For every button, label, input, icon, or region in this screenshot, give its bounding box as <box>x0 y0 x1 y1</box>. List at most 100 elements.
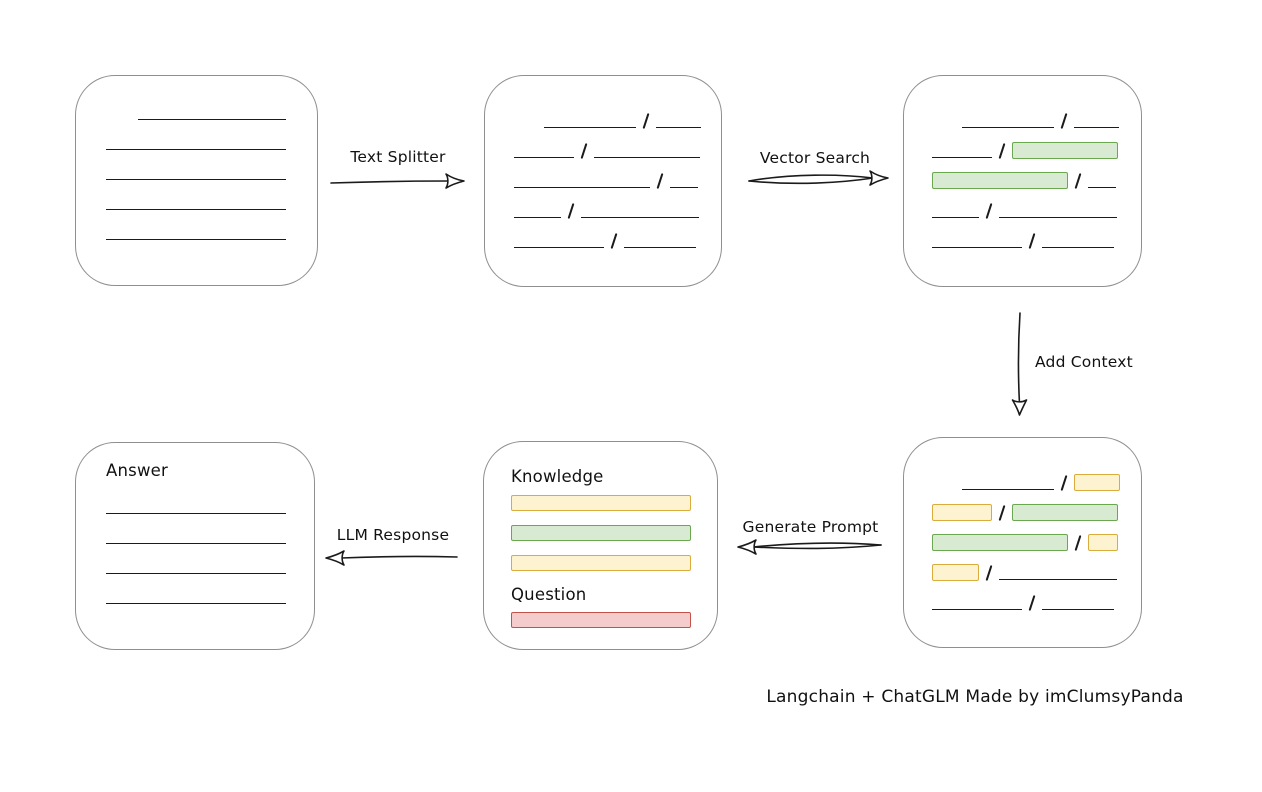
slash-separator <box>1074 173 1082 189</box>
text-line <box>106 209 286 210</box>
slash-separator <box>580 143 588 159</box>
text-line <box>514 157 574 158</box>
slash-separator <box>1028 233 1036 249</box>
text-line <box>932 217 979 218</box>
slash-separator <box>1060 113 1068 129</box>
slash-separator <box>567 203 575 219</box>
answer-label: Answer <box>106 461 168 480</box>
slash-separator <box>985 203 993 219</box>
llm-response-label: LLM Response <box>336 526 450 544</box>
text-row <box>106 587 314 605</box>
text-line <box>106 573 286 574</box>
text-line <box>106 513 286 514</box>
text-row <box>106 163 317 181</box>
slash-separator <box>1060 475 1068 491</box>
yellow-bar <box>511 495 691 511</box>
text-row <box>932 201 1141 219</box>
split-chunks-box <box>484 75 722 287</box>
text-line <box>932 609 1022 610</box>
slash-separator <box>998 505 1006 521</box>
knowledge-bars <box>511 495 717 571</box>
slash-separator <box>1028 595 1036 611</box>
text-row <box>106 193 317 211</box>
document-box <box>75 75 318 286</box>
text-line <box>656 127 701 128</box>
text-row <box>514 231 721 249</box>
vector-search-result-box <box>903 75 1142 287</box>
vector-search-label: Vector Search <box>759 149 871 167</box>
yellow-chunk <box>1088 534 1118 551</box>
slash-separator <box>610 233 618 249</box>
text-line <box>932 157 992 158</box>
slash-separator <box>656 173 664 189</box>
text-line <box>106 603 286 604</box>
text-row <box>106 133 317 151</box>
text-line <box>106 179 286 180</box>
answer-box: Answer <box>75 442 315 650</box>
text-line <box>544 127 636 128</box>
slash-separator <box>1074 535 1082 551</box>
text-row <box>962 473 1141 491</box>
generate-prompt-arrow <box>737 539 882 555</box>
text-row <box>962 111 1141 129</box>
add-context-arrow <box>1011 312 1028 416</box>
text-row <box>932 141 1141 159</box>
text-splitter-arrow <box>330 173 465 189</box>
text-line <box>932 247 1022 248</box>
text-line <box>138 119 286 120</box>
green-chunk <box>1012 142 1118 159</box>
text-line <box>1074 127 1119 128</box>
yellow-chunk <box>1074 474 1120 491</box>
red-bar <box>511 612 691 628</box>
text-line <box>106 543 286 544</box>
text-line <box>670 187 698 188</box>
question-label: Question <box>511 585 587 604</box>
text-line <box>962 489 1054 490</box>
text-line <box>514 187 650 188</box>
text-line <box>1088 187 1116 188</box>
text-row <box>514 171 721 189</box>
generate-prompt-label: Generate Prompt <box>742 518 879 536</box>
text-line <box>106 149 286 150</box>
text-line <box>999 217 1117 218</box>
text-row <box>138 103 317 121</box>
text-line <box>624 247 696 248</box>
llm-response-arrow <box>325 550 458 566</box>
text-row <box>514 201 721 219</box>
text-row <box>932 503 1141 521</box>
text-row <box>932 171 1141 189</box>
text-row <box>106 527 314 545</box>
green-bar <box>511 525 691 541</box>
text-row <box>106 497 314 515</box>
text-row <box>932 563 1141 581</box>
slash-separator <box>642 113 650 129</box>
context-chunks-box <box>903 437 1142 648</box>
text-row <box>106 557 314 575</box>
text-row <box>932 533 1141 551</box>
knowledge-label: Knowledge <box>511 467 604 486</box>
text-line <box>514 217 561 218</box>
text-row <box>932 593 1141 611</box>
text-row <box>544 111 721 129</box>
text-line <box>514 247 604 248</box>
vector-search-arrow <box>748 170 889 186</box>
green-chunk <box>932 534 1068 551</box>
text-line <box>962 127 1054 128</box>
diagram-caption: Langchain + ChatGLM Made by imClumsyPand… <box>766 687 1184 707</box>
slash-separator <box>985 565 993 581</box>
text-row <box>932 231 1141 249</box>
text-line <box>1042 247 1114 248</box>
text-line <box>1042 609 1114 610</box>
green-chunk <box>1012 504 1118 521</box>
yellow-bar <box>511 555 691 571</box>
text-line <box>594 157 700 158</box>
add-context-label: Add Context <box>1035 353 1133 371</box>
text-line <box>581 217 699 218</box>
text-line <box>999 579 1117 580</box>
prompt-box: Knowledge Question <box>483 441 718 650</box>
yellow-chunk <box>932 564 979 581</box>
text-line <box>106 239 286 240</box>
answer-lines <box>106 497 314 605</box>
yellow-chunk <box>932 504 992 521</box>
